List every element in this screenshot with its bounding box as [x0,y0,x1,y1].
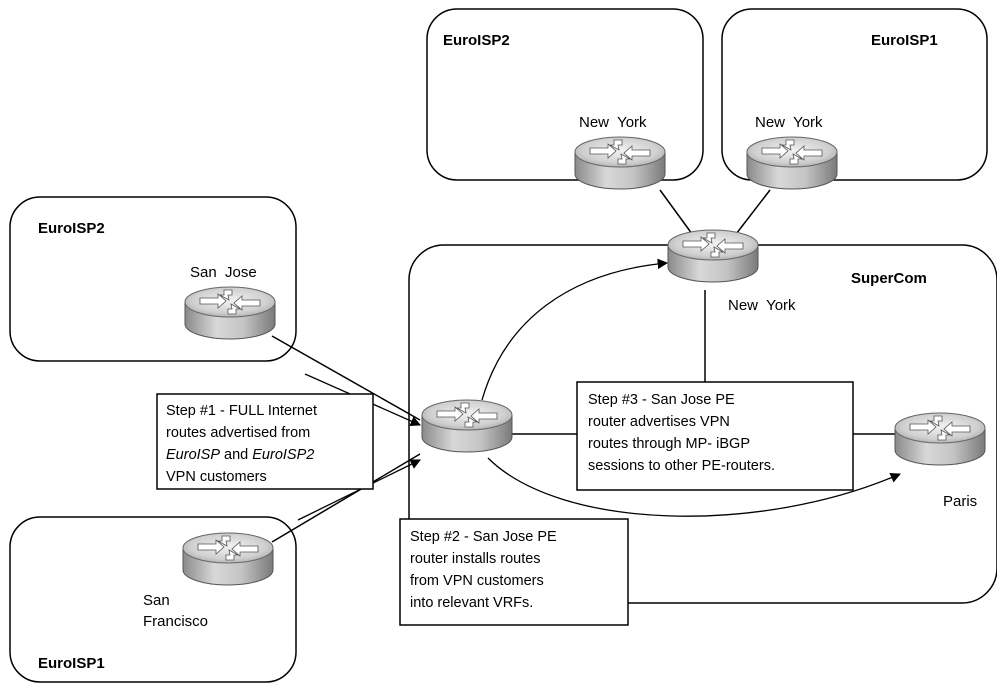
link-ny1-supercom [732,189,771,239]
step2-line4: into relevant VRFs. [410,595,533,611]
region-label-supercom: SuperCom [851,270,927,287]
router-label-ny-euroisp1: New York [755,114,823,131]
link-sanfrancisco-pe [271,453,421,543]
router-san-jose-icon [184,286,276,340]
region-label-top-right: EuroISP1 [871,32,938,49]
step1-line2: routes advertised from [166,425,310,441]
links [271,189,897,543]
step2-line3: from VPN customers [410,573,544,589]
router-label-san-jose: San Jose [190,264,257,281]
link-ny2-supercom [659,189,696,239]
router-paris-icon [894,412,986,466]
arrow-pe-to-newyork [481,258,669,401]
region-label-top-left: EuroISP2 [443,32,510,49]
step2-line1: Step #2 - San Jose PE [410,529,557,545]
step3-callout: Step #3 - San Jose PE router advertises … [576,381,854,491]
router-san-francisco-icon [182,532,274,586]
step3-line2: router advertises VPN [588,414,730,430]
step1-line3: EuroISP and EuroISP2 [166,447,314,463]
link-sanjose-pe [271,335,421,421]
router-ny-euroisp2-icon [574,136,666,190]
step3-line4: sessions to other PE-routers. [588,458,775,474]
arrow-step1-lower [297,459,421,521]
step1-line1: Step #1 - FULL Internet [166,403,317,419]
router-label-san-francisco-2: Francisco [143,613,208,630]
router-label-ny-supercom: New York [728,297,796,314]
step1-callout: Step #1 - FULL Internet routes advertise… [156,393,374,490]
router-pe-san-jose-icon [421,399,513,453]
router-ny-euroisp1-icon [746,136,838,190]
region-top-right-euroisp1 [721,8,988,181]
region-label-left: EuroISP2 [38,220,105,237]
region-bottom-euroisp1 [9,516,297,683]
arrow-pe-to-paris [487,457,901,517]
step1-line4: VPN customers [166,469,267,485]
step3-line3: routes through MP- iBGP [588,436,750,452]
step2-line2: router installs routes [410,551,541,567]
router-ny-supercom-icon [667,229,759,283]
step3-line1: Step #3 - San Jose PE [588,392,735,408]
router-label-ny-euroisp2: New York [579,114,647,131]
region-label-bottom: EuroISP1 [38,655,105,672]
region-left-euroisp2 [9,196,297,362]
router-label-paris: Paris [943,493,977,510]
step2-callout: Step #2 - San Jose PE router installs ro… [399,518,629,626]
router-label-san-francisco-1: San [143,592,170,609]
region-top-left-euroisp2 [426,8,704,181]
